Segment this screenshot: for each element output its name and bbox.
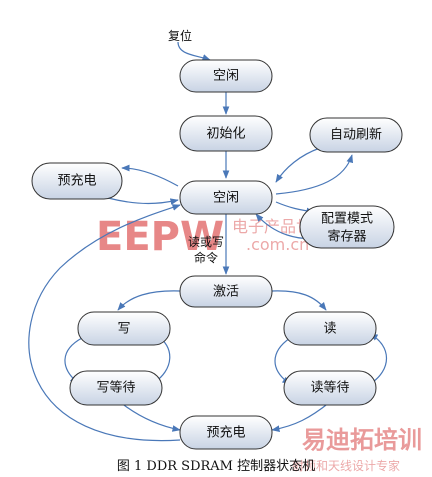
state-config-label-line2: 寄存器 xyxy=(327,229,366,245)
state-init: 初始化 xyxy=(179,115,273,152)
state-activate: 激活 xyxy=(179,275,273,308)
edge-precharge-to-idle xyxy=(107,197,179,205)
state-write-label: 写 xyxy=(117,322,130,337)
edge-reset-to-idle-top xyxy=(177,41,211,61)
corner-watermark-sub: 射频和天线设计专家 xyxy=(292,458,400,473)
state-read-wait: 读等待 xyxy=(283,370,377,406)
edge-read-wait-to-precharge xyxy=(271,401,331,433)
state-precharge-bottom: 预充电 xyxy=(179,415,273,450)
edge-idle-to-precharge xyxy=(121,164,179,187)
state-write: 写 xyxy=(77,311,171,346)
state-auto-refresh: 自动刷新 xyxy=(309,117,403,153)
state-init-label: 初始化 xyxy=(206,127,245,142)
corner-watermark: 易迪拓培训 射频和天线设计专家 xyxy=(292,426,422,473)
state-idle-top: 空闲 xyxy=(179,59,273,93)
edge-read-to-read-wait xyxy=(274,337,291,385)
state-config-label-line1: 配置模式 xyxy=(321,212,373,227)
state-idle-center-label: 空闲 xyxy=(213,191,239,206)
edge-idle-to-auto-refresh xyxy=(275,154,354,195)
state-auto-refresh-label: 自动刷新 xyxy=(330,127,382,143)
state-idle-center: 空闲 xyxy=(179,180,273,215)
state-write-wait: 写等待 xyxy=(69,370,163,406)
state-read-wait-label: 读等待 xyxy=(310,380,349,396)
state-read: 读 xyxy=(283,311,377,346)
watermark-sub2: .com.cn xyxy=(246,235,309,254)
edge-write-wait-to-precharge xyxy=(119,401,181,432)
state-activate-label: 激活 xyxy=(213,285,239,300)
edge-auto-refresh-to-idle xyxy=(275,147,321,183)
state-precharge-left-label: 预充电 xyxy=(57,173,96,189)
edge-label-command: 命令 xyxy=(194,250,218,265)
edge-activate-to-read xyxy=(271,290,327,311)
state-config-register: 配置模式 寄存器 xyxy=(299,205,395,249)
state-precharge-bottom-label: 预充电 xyxy=(206,425,245,441)
state-idle-top-label: 空闲 xyxy=(213,69,239,84)
state-write-wait-label: 写等待 xyxy=(96,380,135,396)
transition-edges xyxy=(28,41,387,442)
edge-activate-to-write xyxy=(117,290,181,311)
edge-read-wait-to-read xyxy=(369,333,387,385)
watermark-brand: EEPW xyxy=(96,214,224,260)
edge-precharge-to-idle-loop xyxy=(28,204,181,442)
edge-label-read-write: 读或写 xyxy=(188,235,224,249)
state-precharge-left: 预充电 xyxy=(31,162,123,200)
figure-caption: 图 1 DDR SDRAM 控制器状态机 xyxy=(117,459,315,474)
corner-watermark-title: 易迪拓培训 xyxy=(302,426,422,454)
state-read-label: 读 xyxy=(323,322,336,337)
reset-label: 复位 xyxy=(168,28,192,43)
